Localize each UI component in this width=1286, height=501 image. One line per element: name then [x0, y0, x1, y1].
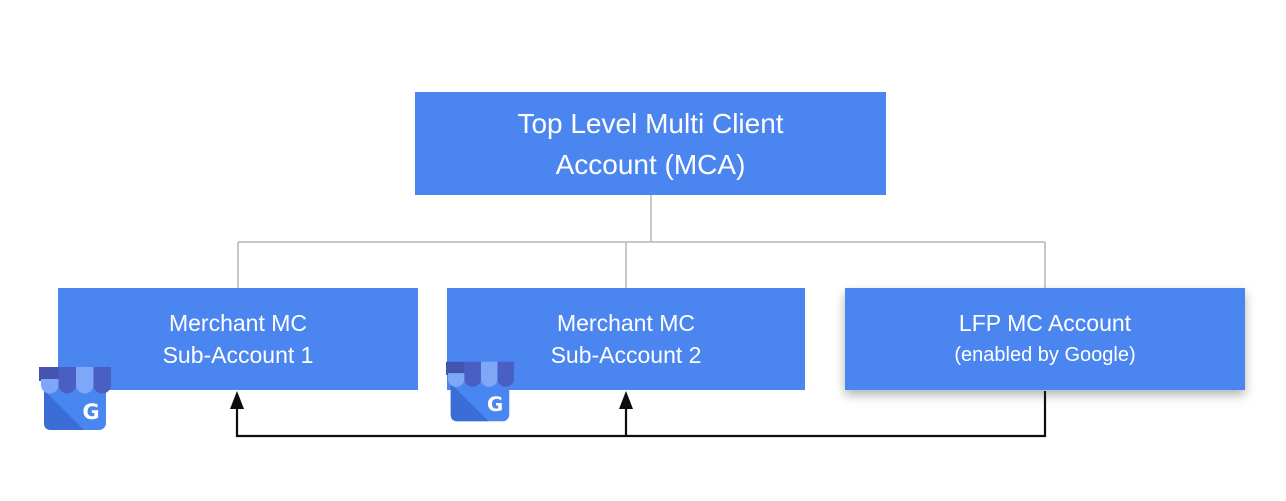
node-sub2-label-line1: Merchant MC: [556, 310, 696, 336]
google-business-icon: [39, 367, 111, 430]
node-sub1-label-line2: Sub-Account 1: [162, 342, 314, 368]
tree-connector-lines: [237, 195, 1046, 288]
node-lfp-label-line2: (enabled by Google): [954, 344, 1136, 366]
node-sub2-label-line2: Sub-Account 2: [550, 342, 702, 368]
node-sub1-label-line1: Merchant MC: [168, 310, 308, 336]
node-mca-label-line1: Top Level Multi Client: [517, 107, 784, 139]
google-business-icon: [446, 361, 514, 422]
node-lfp-label-line1: LFP MC Account: [958, 310, 1132, 336]
node-mca-label-line2: Account (MCA): [555, 148, 746, 180]
node-top-level-mca: Top Level Multi Client Account (MCA): [415, 92, 886, 195]
arrowhead-to-sub-account-2: [619, 391, 633, 409]
arrowhead-to-sub-account-1: [230, 391, 244, 409]
lfp-feedback-arrow-lines: [235, 391, 1047, 438]
node-lfp-mc-account: LFP MC Account (enabled by Google): [845, 288, 1245, 390]
node-merchant-sub-account-1: Merchant MC Sub-Account 1: [58, 288, 418, 390]
